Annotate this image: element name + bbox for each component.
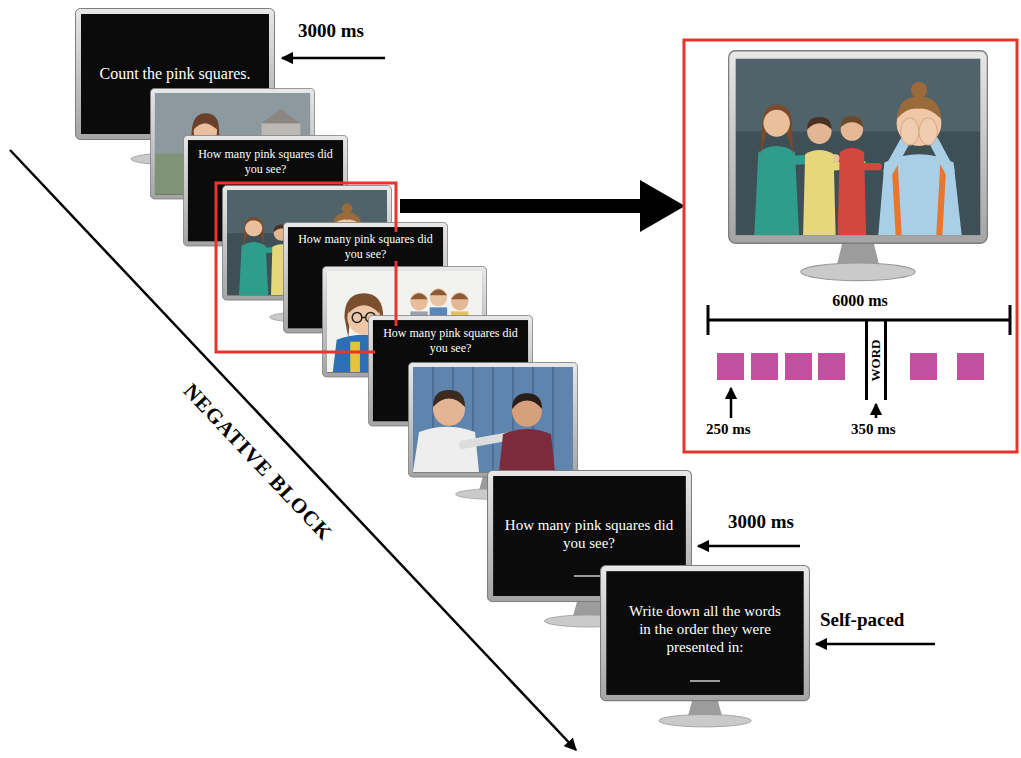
pointer-arrow — [282, 57, 385, 60]
answer-blank — [690, 680, 720, 681]
screen-text: How many pink squares did you see? — [375, 326, 526, 355]
screen-text: Write down all the words in the order th… — [622, 602, 788, 657]
word-text: WORD — [870, 339, 883, 381]
timeline — [708, 305, 1010, 335]
pointer-arrow — [816, 643, 935, 646]
zoom-arrow — [400, 180, 685, 232]
word-slot: WORD — [865, 320, 887, 400]
block-label: NEGATIVE BLOCK — [179, 379, 337, 545]
duration-label: 6000 ms — [832, 292, 888, 310]
monitor-10 — [601, 566, 810, 727]
duration-label: 3000 ms — [728, 511, 794, 533]
recall-screen: Write down all the words in the order th… — [622, 595, 788, 663]
pointer-arrow — [698, 545, 800, 548]
duration-label: 3000 ms — [298, 20, 364, 42]
question-screen: How many pink squares did you see? — [375, 321, 526, 361]
pink-squares — [717, 353, 984, 380]
instruction-screen: Count the pink squares. — [81, 14, 269, 134]
duration-label: 250 ms — [706, 421, 751, 438]
timing-arrow — [730, 388, 733, 418]
pace-label: Self-paced — [820, 609, 904, 631]
question-screen: How many pink squares did you see? — [190, 141, 341, 183]
question-screen: How many pink squares did you see? — [500, 506, 678, 562]
sequence-axis — [10, 150, 576, 750]
screen-text: How many pink squares did you see? — [190, 147, 341, 176]
question-screen: How many pink squares did you see? — [290, 228, 441, 265]
duration-label: 350 ms — [851, 421, 896, 438]
answer-blank — [574, 575, 604, 576]
screen-text: How many pink squares did you see? — [290, 232, 441, 261]
screen-text: How many pink squares did you see? — [500, 516, 678, 553]
timing-arrow — [875, 404, 878, 418]
zoom-panel — [684, 40, 1017, 452]
screen-text: Count the pink squares. — [97, 64, 252, 84]
monitor-zoomed — [729, 51, 988, 281]
highlight-frame — [216, 183, 396, 352]
